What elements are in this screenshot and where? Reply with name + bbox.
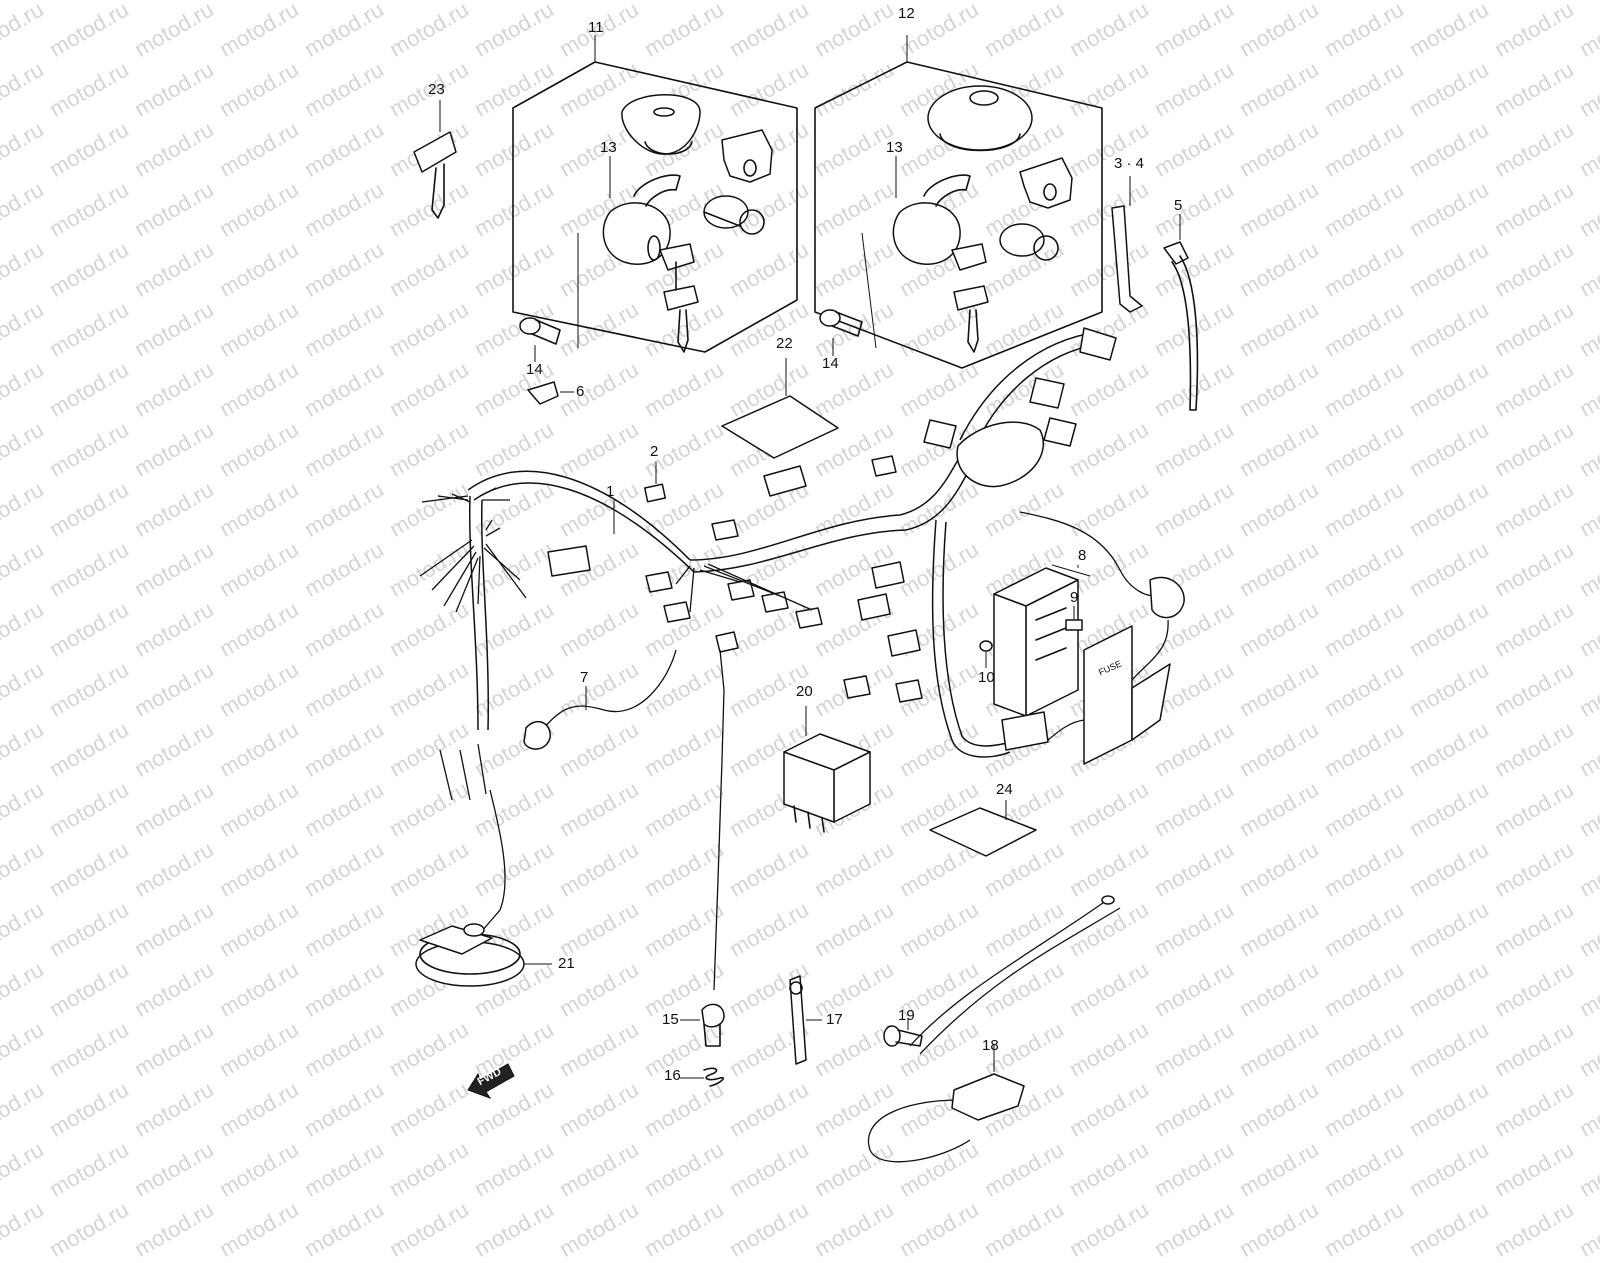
fuse-box-8 <box>993 511 1185 765</box>
watermark-text: motod.ru <box>1490 1196 1578 1262</box>
pad-24 <box>929 800 1037 857</box>
watermark-text: motod.ru <box>45 1196 133 1262</box>
callout-14-right: 14 <box>822 355 839 372</box>
fuse-9 <box>1065 606 1083 631</box>
callout-20: 20 <box>796 683 813 700</box>
bolt-14-right <box>819 309 863 356</box>
watermark-text: motod.ru <box>1405 1196 1493 1262</box>
sensor-18 <box>867 895 1121 1163</box>
watermark-text: motod.ru <box>130 1196 218 1262</box>
callout-12: 12 <box>898 5 915 22</box>
callout-22: 22 <box>776 335 793 352</box>
watermark-text: motod.ru <box>810 1196 898 1262</box>
watermark-text: motod.ru <box>470 1196 558 1262</box>
watermark-text: motod.ru <box>895 1196 983 1262</box>
main-wiring-harness-1 <box>419 327 1117 991</box>
callout-3-4: 3 · 4 <box>1114 155 1145 172</box>
callout-9: 9 <box>1070 589 1079 606</box>
key-23 <box>413 100 457 219</box>
watermark-text: motod.ru <box>1065 1196 1153 1262</box>
callout-18: 18 <box>982 1037 999 1054</box>
ignition-set-box-right <box>814 35 1103 369</box>
callout-2: 2 <box>650 443 659 460</box>
callout-15: 15 <box>662 1011 679 1028</box>
watermark-text: motod.ru <box>725 1196 813 1262</box>
watermark-text: motod.ru <box>640 1196 728 1262</box>
watermark-text: motod.ru <box>1575 1196 1600 1262</box>
watermark-text: motod.ru <box>300 1196 388 1262</box>
relay-20 <box>783 706 871 833</box>
watermark-text: motod.ru <box>0 1196 48 1262</box>
watermark-text: motod.ru <box>1150 1196 1238 1262</box>
callout-5: 5 <box>1174 197 1183 214</box>
screw-10 <box>979 640 993 668</box>
spring-16 <box>680 1067 725 1087</box>
callout-13-right: 13 <box>886 139 903 156</box>
connector-2 <box>643 462 667 503</box>
callout-8: 8 <box>1078 547 1087 564</box>
callout-7: 7 <box>580 669 589 686</box>
fwd-arrow <box>467 1063 515 1099</box>
callout-23: 23 <box>428 81 445 98</box>
callout-21: 21 <box>558 955 575 972</box>
watermark-text: motod.ru <box>1320 1196 1408 1262</box>
label-sticker-22 <box>721 358 839 459</box>
watermark-text: motod.ru <box>215 1196 303 1262</box>
watermark-text: motod.ru <box>980 1196 1068 1262</box>
callout-1: 1 <box>606 483 615 500</box>
watermark-text: motod.ru <box>385 1196 473 1262</box>
callout-14-left: 14 <box>526 361 543 378</box>
callout-13-left: 13 <box>600 139 617 156</box>
watermark-text: motod.ru <box>555 1196 643 1262</box>
callout-17: 17 <box>826 1011 843 1028</box>
callout-10: 10 <box>978 669 995 686</box>
wiring-harness-drawing <box>413 35 1199 1163</box>
callout-6: 6 <box>576 383 585 400</box>
watermark-text: motod.ru <box>1235 1196 1323 1262</box>
ignition-set-box-left <box>512 35 798 353</box>
band-3-4 <box>1111 176 1143 313</box>
clamp-6 <box>527 381 574 405</box>
callout-24: 24 <box>996 781 1013 798</box>
bolt-14-left <box>519 317 561 362</box>
callout-11: 11 <box>588 19 604 36</box>
cable-tie-5 <box>1163 214 1199 411</box>
ground-wire-7 <box>523 649 677 750</box>
switch-15 <box>680 1003 725 1047</box>
callout-16: 16 <box>664 1067 681 1084</box>
callout-19: 19 <box>898 1007 915 1024</box>
bolt-19 <box>883 1018 923 1047</box>
horn-21 <box>415 743 552 987</box>
